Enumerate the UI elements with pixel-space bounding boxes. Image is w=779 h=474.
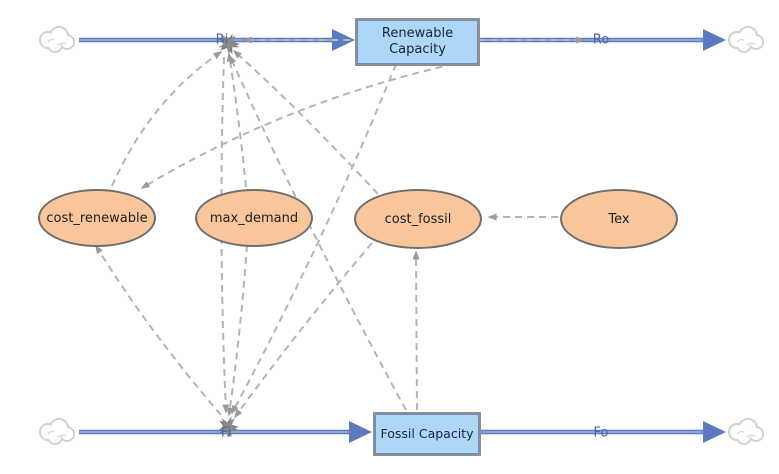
variable-tex[interactable]: Tex [560,189,678,249]
variable-cost-fossil-label: cost_fossil [384,211,452,227]
variable-max-demand-label: max_demand [209,210,299,226]
influence-link-fi-to-cost_renewable[interactable] [95,244,222,416]
flow-pipe-fossil-out[interactable] [478,421,726,443]
variable-max-demand[interactable]: max_demand [195,189,313,247]
cloud-icon[interactable] [728,418,764,445]
stock-fossil-capacity[interactable]: Fossil Capacity [373,412,481,456]
stock-renewable-capacity[interactable]: Renewable Capacity [355,18,480,66]
flow-label-fo[interactable]: Fo [593,425,609,441]
variable-cost-fossil[interactable]: cost_fossil [354,189,482,249]
flow-label-ro[interactable]: Ro [592,32,610,48]
stock-renewable-capacity-label: Renewable Capacity [381,25,454,57]
variable-cost-renewable[interactable]: cost_renewable [38,189,156,247]
variable-cost-renewable-label: cost_renewable [46,210,148,226]
variable-tex-label: Tex [608,211,630,227]
influence-link-max_demand-to-fi[interactable] [226,244,248,417]
cloud-icon[interactable] [39,418,75,445]
influence-link-cost_fossil-to-ri[interactable] [232,50,379,195]
influence-link-cost_fossil-to-fi[interactable] [234,242,373,419]
flow-pipe-fossil-in[interactable] [79,421,372,443]
influence-link-fossil-capacity-to-cost_fossil[interactable] [412,250,420,411]
influence-link-fossil-capacity-to-ri[interactable] [229,54,407,411]
flow-label-fi[interactable]: Fi [220,425,232,441]
influence-link-max_demand-to-ri[interactable] [226,52,247,188]
cloud-icon[interactable] [728,26,764,53]
stock-fossil-capacity-label: Fossil Capacity [380,426,474,442]
influence-link-cost_renewable-to-ri[interactable] [111,51,223,187]
cloud-icon[interactable] [39,26,75,53]
flow-label-ri[interactable]: Ri [215,32,229,48]
influence-link-renewable-capacity-to-fi[interactable] [231,63,397,415]
influence-links [95,36,586,419]
influence-link-renewable-capacity-to-cost_renewable[interactable] [140,63,455,189]
